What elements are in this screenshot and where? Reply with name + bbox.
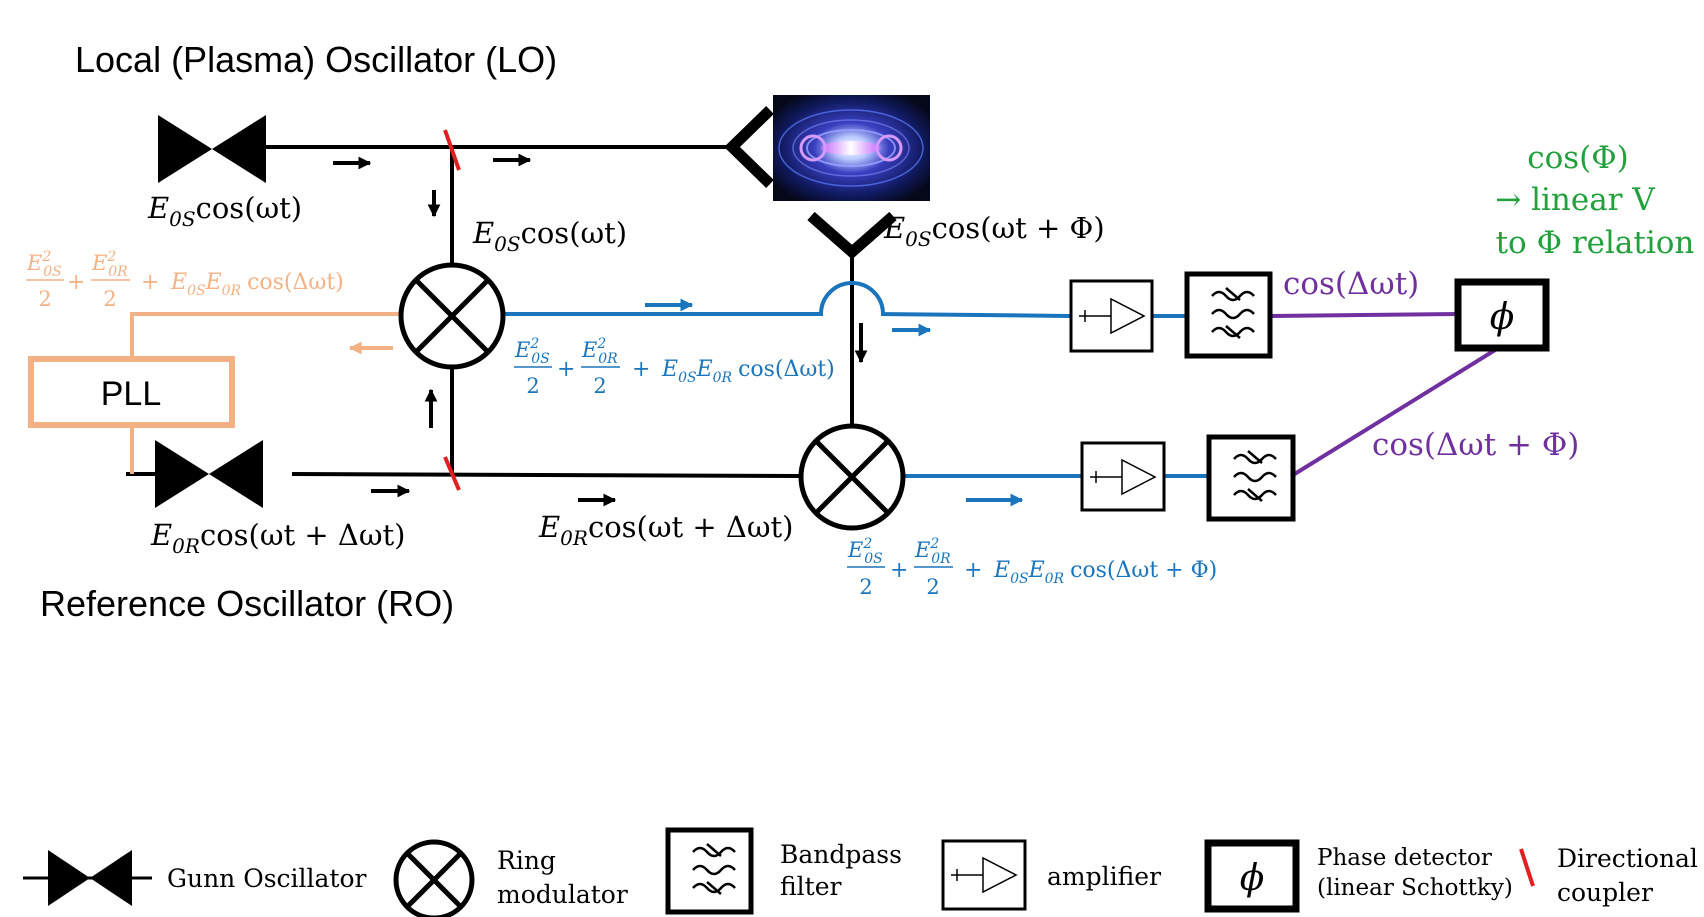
svg-text:+: +	[632, 357, 650, 382]
legend-bandpass-label-2: filter	[780, 872, 842, 901]
lo-title: Local (Plasma) Oscillator (LO)	[75, 39, 557, 80]
purple-line-beat	[1269, 312, 1459, 318]
svg-text:2: 2	[38, 287, 51, 311]
note-line-3: to Φ relation	[1496, 225, 1695, 261]
phase-detector-symbol: ϕ	[1490, 297, 1515, 338]
legend-bandpass-filter-icon	[665, 827, 754, 915]
legend-amplifier-icon	[941, 839, 1027, 911]
directional-coupler-ro	[443, 456, 461, 491]
svg-text:2: 2	[593, 374, 606, 398]
label-cos-beat-phase: cos(Δωt + Φ)	[1372, 427, 1579, 463]
label-ro-out: E0Rcos(ωt + Δωt)	[150, 518, 405, 558]
label-ro-line: E0Rcos(ωt + Δωt)	[538, 510, 793, 550]
ring-modulator-1	[398, 262, 506, 370]
pll-label: PLL	[101, 375, 162, 413]
horn-antenna-transmit	[724, 106, 774, 188]
legend-coupler-label-2: coupler	[1557, 878, 1653, 907]
svg-text:2: 2	[526, 374, 539, 398]
ring-modulator-2	[798, 423, 906, 531]
svg-text:2: 2	[859, 575, 872, 599]
svg-text:2: 2	[926, 575, 939, 599]
legend-ring-label-1: Ring	[497, 846, 556, 875]
svg-text:+: +	[67, 270, 85, 295]
legend-amplifier-label: amplifier	[1047, 862, 1161, 891]
mixer1-output-line	[504, 281, 1071, 318]
note-line-2: → linear V	[1495, 182, 1655, 218]
svg-text:2: 2	[103, 287, 116, 311]
note-line-1: cos(Φ)	[1527, 140, 1629, 176]
legend-bandpass-label-1: Bandpass	[780, 840, 902, 869]
legend-phase-detector-label-2: (linear Schottky)	[1317, 875, 1513, 901]
horn-antenna-receive	[807, 211, 897, 260]
lo-waveguide	[262, 145, 854, 478]
phase-detector	[1454, 278, 1550, 352]
legend-directional-coupler-icon	[1519, 848, 1535, 887]
gunn-oscillator-lo	[158, 115, 266, 183]
purple-line-beat-phase	[1291, 345, 1502, 477]
svg-text:+: +	[964, 558, 982, 583]
pll-box	[28, 356, 235, 428]
svg-text:+: +	[890, 558, 908, 583]
legend-ring-modulator-icon	[393, 839, 475, 917]
label-cos-beat: cos(Δωt)	[1283, 266, 1419, 302]
svg-text:ϕ: ϕ	[1240, 858, 1265, 899]
amplifier-2	[1080, 441, 1166, 512]
pll-feedback-path	[130, 312, 400, 474]
svg-text:+: +	[141, 270, 159, 295]
legend-gunn-label: Gunn Oscillator	[167, 864, 367, 893]
legend-phase-detector-icon: ϕ	[1204, 839, 1300, 913]
ro-title: Reference Oscillator (RO)	[40, 583, 454, 624]
legend-coupler-label-1: Directional	[1557, 844, 1698, 873]
legend-ring-label-2: modulator	[497, 880, 628, 909]
bandpass-filter-1	[1184, 271, 1273, 359]
label-lo-tap: E0Scos(ωt)	[472, 216, 627, 256]
amplifier-1	[1069, 279, 1154, 353]
flow-arrows	[333, 153, 1024, 507]
label-lo-out: E0Scos(ωt)	[147, 191, 302, 231]
directional-coupler-lo	[443, 129, 461, 171]
legend: Gunn Oscillator Ring modulator Bandpass …	[23, 827, 1698, 917]
plasma-image	[773, 95, 930, 201]
bandpass-filter-2	[1206, 434, 1296, 522]
svg-text:+: +	[557, 357, 575, 382]
gunn-oscillator-ro	[126, 440, 263, 508]
legend-phase-detector-label-1: Phase detector	[1317, 845, 1492, 871]
legend-gunn-icon	[23, 850, 152, 906]
label-plasma-out: E0Scos(ωt + Φ)	[883, 211, 1105, 251]
